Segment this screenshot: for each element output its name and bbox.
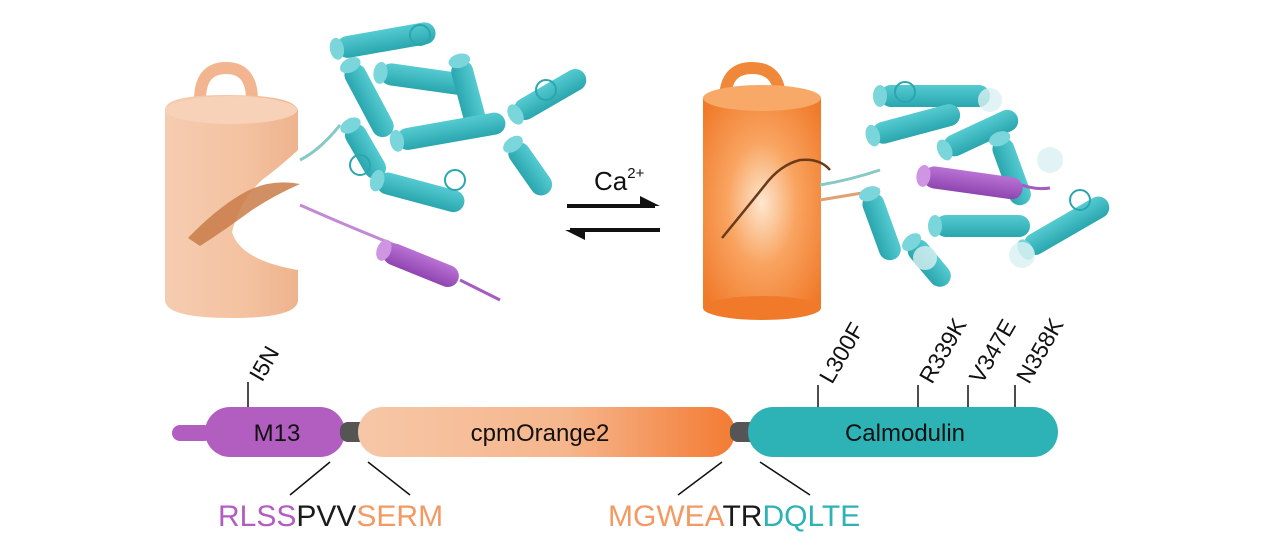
helix-off-8 [344,124,386,179]
linker-1-part1: RLSS [218,500,296,533]
helix-off-2 [344,63,394,138]
fluorescent-protein-barrel-on [703,98,821,308]
m13-tail-on [1021,183,1051,191]
helix-on-6 [935,215,1030,237]
m13-helix-off [376,239,459,288]
linear-construct: M13 cpmOrange2 Calmodulin I5N L300F R339… [172,313,1069,533]
helix-on-7 [1024,196,1110,256]
calcium-label: Ca2+ [594,165,645,196]
linker-2-part1: MGWEA [608,500,725,533]
m13-tail-off [459,278,501,302]
n-terminal-tail [172,425,212,441]
mutation-label-i5n: I5N [244,341,284,385]
m13-helix-on [916,164,1023,200]
linker-strand-off-a [299,124,342,162]
mutation-label-r339k: R339K [914,313,972,387]
state-calcium-bound [703,61,1110,320]
cylinder-handle-off [194,61,258,106]
helix-on-3 [943,109,1019,157]
helix-off-7 [396,112,506,150]
barrel-bottom-on [703,296,821,320]
helix-on-2 [872,104,961,144]
domain-calmodulin-label: Calmodulin [845,420,965,447]
barrel-top-on [703,85,821,111]
helix-off-9 [376,172,465,213]
mutation-label-l300f: L300F [814,318,869,387]
linker-2-sequence: MGWEATRDQLTE [608,500,860,533]
calmodulin-helices-on [859,81,1110,287]
chromophore-strand-on [721,158,831,239]
calmodulin-helices-off [329,22,587,213]
chromophore-strand-off [188,182,300,246]
linker-2-part3: DQLTE [762,500,860,533]
linker-strand-off-b [299,203,396,247]
barrel-top-off [165,96,297,124]
linker-2-part2: TR [722,500,762,533]
mutation-label-n358k: N358K [1011,313,1069,387]
mutation-label-v347e: V347E [964,315,1021,388]
linker-1-part3: SERM [356,500,443,533]
domain-calmodulin [748,407,1058,457]
linker-strand-on-a [819,168,881,187]
helix-off-6 [508,142,553,196]
linker-1-sequence: RLSSPVVSERM [218,500,443,533]
equilibrium-arrows: Ca2+ [565,165,660,240]
linker-1-part2: PVV [296,500,356,533]
domain-m13-label: M13 [254,420,301,447]
state-calcium-free [165,22,587,318]
helix-off-5 [514,69,587,121]
helix-on-5 [862,193,901,261]
domain-cpmorange2 [358,407,735,457]
domain-cpmorange2-label: cpmOrange2 [471,420,610,447]
helix-off-1 [336,22,436,58]
helix-off-3 [380,63,475,96]
domain-m13 [205,407,345,457]
cylinder-handle-on [719,61,786,106]
